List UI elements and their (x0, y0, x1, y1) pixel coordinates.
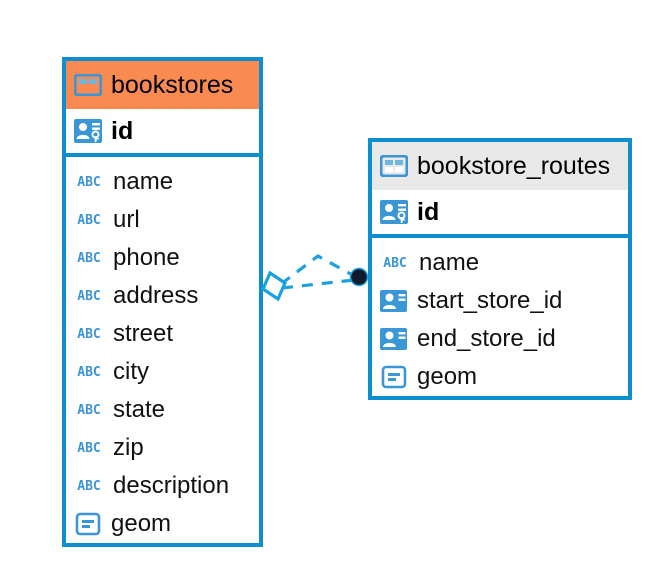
field-list-bookstores: ABC name ABC url ABC phone ABC address A… (66, 157, 259, 549)
field-row-url[interactable]: ABC url (66, 201, 259, 239)
text-type-icon: ABC (77, 478, 101, 494)
entity-header-bookstore-routes[interactable]: bookstore_routes (372, 142, 628, 190)
field-label-description: description (113, 472, 230, 499)
primary-key-icon (74, 118, 102, 144)
table-icon (74, 74, 102, 96)
relationship-diamond-marker (260, 270, 288, 302)
text-type-icon: ABC (77, 250, 101, 266)
field-label-name: name (113, 168, 174, 195)
field-label-name: name (419, 249, 480, 276)
field-label-id: id (417, 197, 440, 226)
entity-bookstores[interactable]: bookstores id ABC name (62, 57, 263, 547)
field-row-id[interactable]: id (372, 190, 628, 238)
text-type-icon: ABC (77, 288, 101, 304)
field-row-state[interactable]: ABC state (66, 391, 259, 429)
text-type-icon: ABC (77, 326, 101, 342)
field-label-geom: geom (417, 363, 478, 390)
field-row-street[interactable]: ABC street (66, 315, 259, 353)
foreign-key-icon (380, 289, 408, 313)
field-label-start-store-id: start_store_id (417, 287, 563, 314)
field-row-city[interactable]: ABC city (66, 353, 259, 391)
field-label-url: url (113, 206, 140, 233)
entity-title: bookstore_routes (417, 151, 611, 180)
field-label-city: city (113, 358, 149, 385)
foreign-key-icon (380, 327, 408, 351)
field-row-id[interactable]: id (66, 109, 259, 157)
field-row-geom[interactable]: geom (372, 358, 628, 396)
field-label-address: address (113, 282, 199, 309)
primary-key-icon (380, 199, 408, 225)
geometry-type-icon (380, 365, 408, 389)
relationship-line-end-store-id (281, 278, 355, 290)
relationship-line-start-store-id (280, 254, 357, 286)
field-row-description[interactable]: ABC description (66, 467, 259, 505)
relationship-circle-marker (349, 267, 369, 287)
field-row-phone[interactable]: ABC phone (66, 239, 259, 277)
text-type-icon: ABC (77, 174, 101, 190)
field-label-state: state (113, 396, 166, 423)
entity-bookstore-routes[interactable]: bookstore_routes id ABC name (368, 138, 632, 400)
geometry-type-icon (74, 512, 102, 536)
field-row-geom[interactable]: geom (66, 505, 259, 543)
text-type-icon: ABC (77, 364, 101, 380)
field-label-end-store-id: end_store_id (417, 325, 556, 352)
field-row-address[interactable]: ABC address (66, 277, 259, 315)
field-label-zip: zip (113, 434, 144, 461)
entity-header-bookstores[interactable]: bookstores (66, 61, 259, 109)
field-label-id: id (111, 116, 134, 145)
field-label-street: street (113, 320, 174, 347)
field-row-zip[interactable]: ABC zip (66, 429, 259, 467)
text-type-icon: ABC (383, 255, 407, 271)
field-row-end-store-id[interactable]: end_store_id (372, 320, 628, 358)
entity-title: bookstores (111, 70, 234, 99)
text-type-icon: ABC (77, 402, 101, 418)
text-type-icon: ABC (77, 440, 101, 456)
field-label-phone: phone (113, 244, 180, 271)
field-row-start-store-id[interactable]: start_store_id (372, 282, 628, 320)
field-list-bookstore-routes: ABC name start_store_id (372, 238, 628, 402)
field-row-name[interactable]: ABC name (372, 244, 628, 282)
table-icon (380, 155, 408, 177)
field-row-name[interactable]: ABC name (66, 163, 259, 201)
field-label-geom: geom (111, 510, 172, 537)
text-type-icon: ABC (77, 212, 101, 228)
